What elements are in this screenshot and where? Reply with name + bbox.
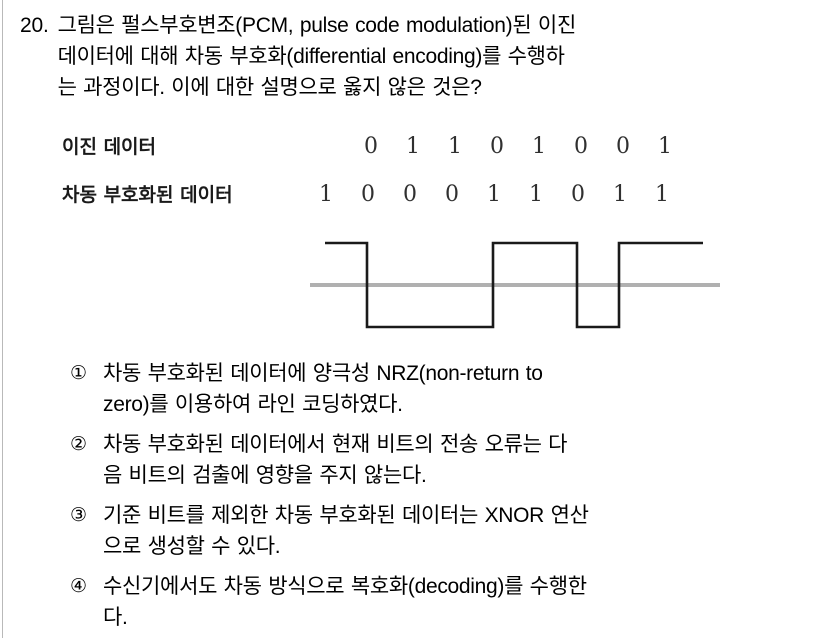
question-number: 20.	[20, 14, 49, 37]
bit-cell: 1	[448, 134, 462, 159]
question-block: 20. 그림은 펄스부호변조(PCM, pulse code modulatio…	[20, 10, 810, 103]
question-line: 는 과정이다. 이에 대한 설명으로 옳지 않은 것은?	[57, 76, 482, 99]
bit-cell: 0	[361, 182, 375, 207]
choice-marker: ①	[70, 363, 88, 384]
bit-cell: 1	[319, 182, 333, 207]
binary-data-row: 이진 데이터 0 1 1 0 1 0 0 1	[62, 130, 762, 164]
choice-line: 으로 생성할 수 있다.	[103, 535, 281, 558]
nrz-waveform-diagram	[310, 241, 720, 329]
question-text: 그림은 펄스부호변조(PCM, pulse code modulation)된 …	[58, 10, 810, 103]
choice-line: 기준 비트를 제외한 차동 부호화된 데이터는 XNOR 연산	[103, 504, 589, 527]
bit-cell: 1	[655, 182, 669, 207]
answer-choice-list: ① 차동 부호화된 데이터에 양극성 NRZ(non-return to zero)…	[70, 358, 810, 642]
bit-cell: 0	[490, 134, 504, 159]
bit-cell: 0	[574, 134, 588, 159]
bit-cell: 1	[406, 134, 420, 159]
choice-marker: ③	[70, 505, 88, 526]
choice-line: zero)를 이용하여 라인 코딩하였다.	[103, 393, 403, 416]
answer-choice[interactable]: ① 차동 부호화된 데이터에 양극성 NRZ(non-return to zero)…	[70, 358, 810, 420]
bit-cell: 1	[529, 182, 543, 207]
choice-marker: ②	[70, 434, 88, 455]
choice-line: 수신기에서도 차동 방식으로 복호화(decoding)를 수행한	[103, 575, 587, 598]
bit-cell: 0	[445, 182, 459, 207]
bit-cell: 1	[613, 182, 627, 207]
choice-line: 다.	[103, 606, 128, 629]
bit-cell: 1	[658, 134, 672, 159]
page-edge-line	[2, 0, 3, 638]
bit-cell: 1	[532, 134, 546, 159]
bit-cell: 0	[364, 134, 378, 159]
bit-cell: 1	[487, 182, 501, 207]
choice-line: 차동 부호화된 데이터에 양극성 NRZ(non-return to	[103, 362, 543, 385]
binary-data-label: 이진 데이터	[62, 136, 157, 158]
choice-line: 차동 부호화된 데이터에서 현재 비트의 전송 오류는 다	[103, 433, 568, 456]
waveform-signal-trace	[325, 241, 703, 329]
choice-marker: ④	[70, 576, 88, 597]
choice-text: 차동 부호화된 데이터에 양극성 NRZ(non-return to zero)를…	[103, 358, 810, 420]
differential-data-label: 차동 부호화된 데이터	[62, 184, 233, 206]
differential-data-row: 차동 부호화된 데이터 1 0 0 0 1 1 0 1 1	[62, 178, 762, 212]
bit-cell: 0	[571, 182, 585, 207]
question-line: 그림은 펄스부호변조(PCM, pulse code modulation)된 …	[57, 14, 577, 37]
bit-cell: 0	[403, 182, 417, 207]
question-line: 데이터에 대해 차동 부호화(differential encoding)를 수…	[57, 45, 565, 68]
bit-cell: 0	[616, 134, 630, 159]
choice-line: 음 비트의 검출에 영향을 주지 않는다.	[103, 464, 427, 487]
